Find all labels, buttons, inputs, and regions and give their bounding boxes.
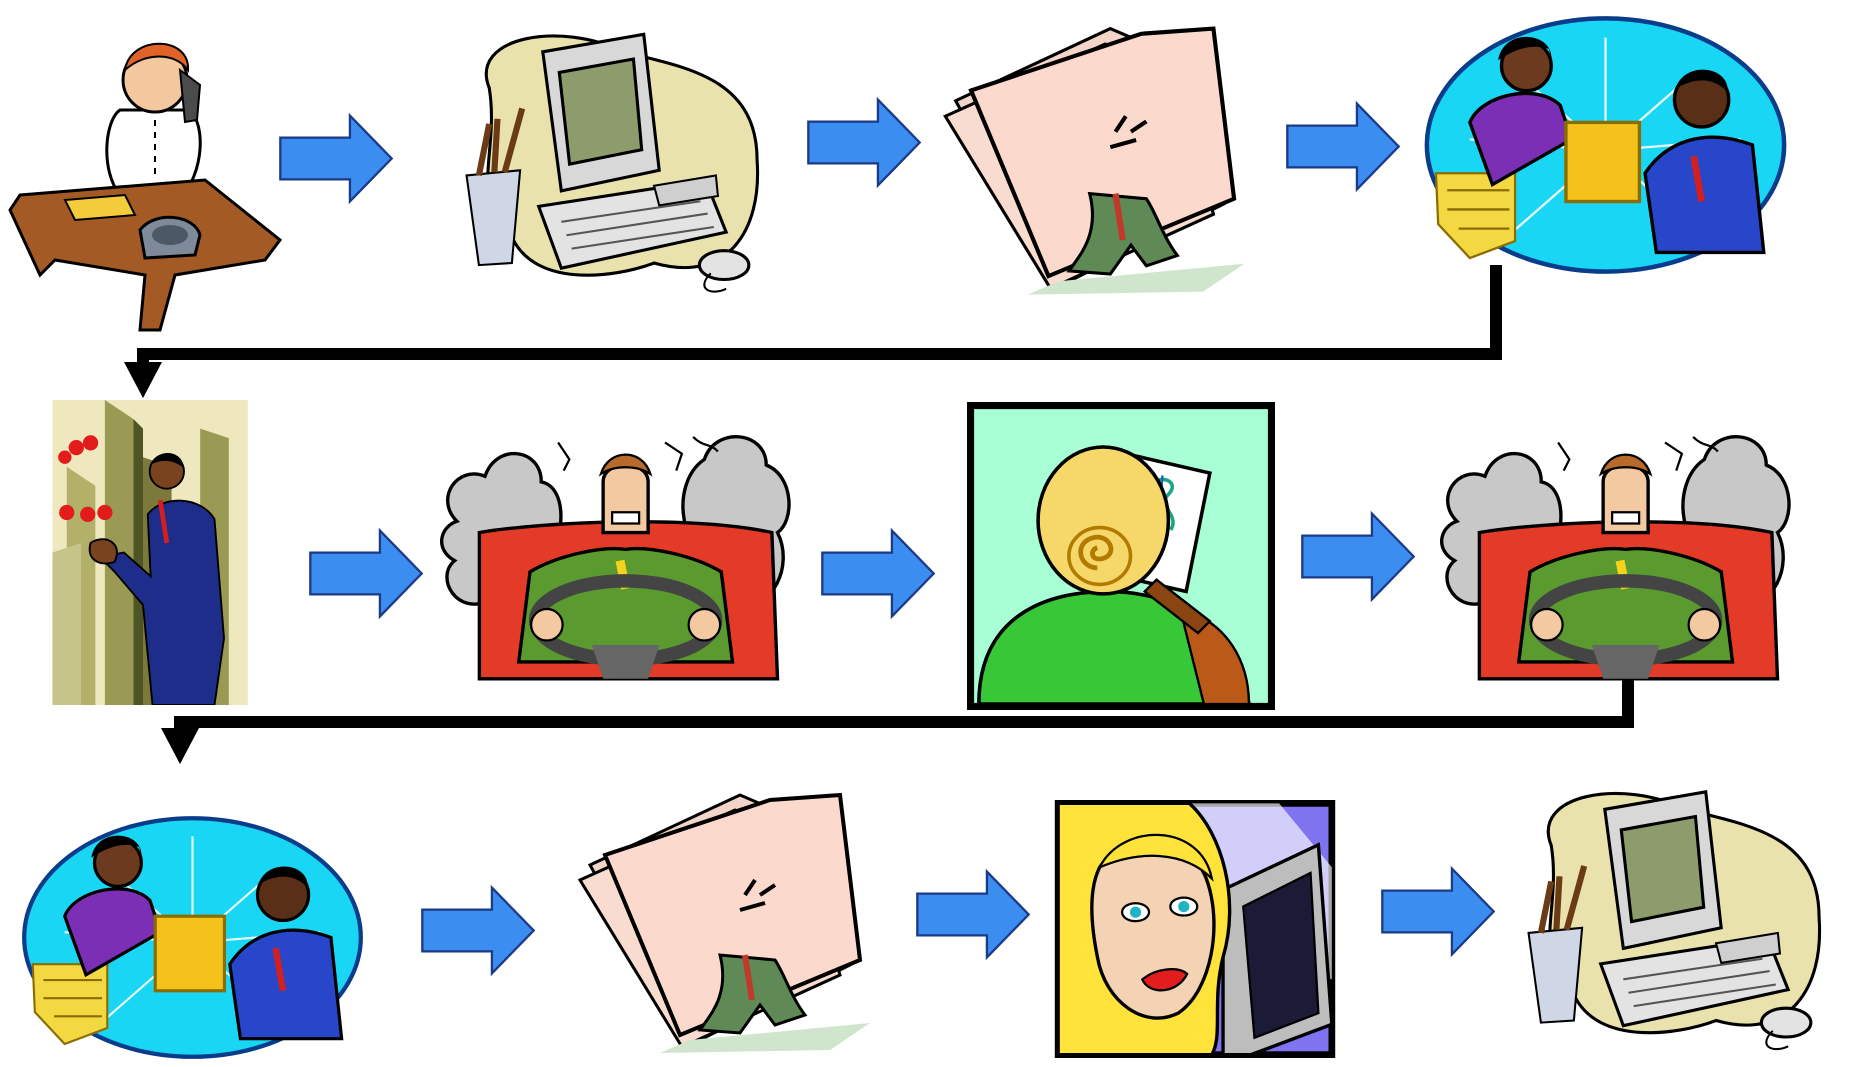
step-row3-paperwork bbox=[570, 775, 890, 1065]
monitor-worker-icon bbox=[1045, 800, 1345, 1058]
step-row2-driving bbox=[430, 420, 810, 690]
step-row2-medical-chart bbox=[966, 402, 1276, 710]
arrowhead-down-2 bbox=[159, 728, 201, 766]
phone-call-icon bbox=[5, 30, 295, 340]
flow-arrow-9 bbox=[1380, 865, 1496, 958]
handoff-icon bbox=[5, 815, 380, 1060]
step-row1-handoff bbox=[1418, 15, 1793, 275]
driving-icon bbox=[430, 420, 810, 690]
flow-arrow-8 bbox=[915, 868, 1031, 961]
flow-arrow-6 bbox=[1300, 510, 1416, 603]
step-row3-monitor-worker bbox=[1045, 800, 1345, 1058]
step-row1-paperwork bbox=[935, 5, 1265, 310]
paperwork-icon bbox=[570, 775, 890, 1065]
step-row1-phone-call bbox=[5, 30, 295, 340]
arrowhead-down-1 bbox=[122, 362, 164, 400]
flow-arrow-7 bbox=[420, 884, 536, 977]
connector-row2-to-row3 bbox=[180, 680, 1628, 735]
flow-arrow-3 bbox=[1285, 100, 1401, 193]
paperwork-icon bbox=[935, 5, 1265, 310]
step-row1-computer bbox=[448, 10, 788, 310]
step-row2-driving-return bbox=[1430, 420, 1810, 690]
computer-icon bbox=[1510, 770, 1850, 1065]
juggling-icon bbox=[18, 400, 268, 705]
connector-row1-to-row2 bbox=[143, 265, 1496, 370]
flow-arrow-2 bbox=[806, 96, 922, 189]
computer-icon bbox=[448, 10, 788, 310]
driving-icon bbox=[1430, 420, 1810, 690]
step-row3-handoff bbox=[5, 815, 380, 1060]
flow-arrow-1 bbox=[278, 112, 394, 205]
flow-arrow-4 bbox=[308, 527, 424, 620]
step-row3-computer bbox=[1510, 770, 1850, 1065]
handoff-icon bbox=[1418, 15, 1793, 275]
medical-chart-icon bbox=[966, 402, 1276, 710]
flow-arrow-5 bbox=[820, 527, 936, 620]
step-row2-juggling bbox=[18, 400, 268, 705]
